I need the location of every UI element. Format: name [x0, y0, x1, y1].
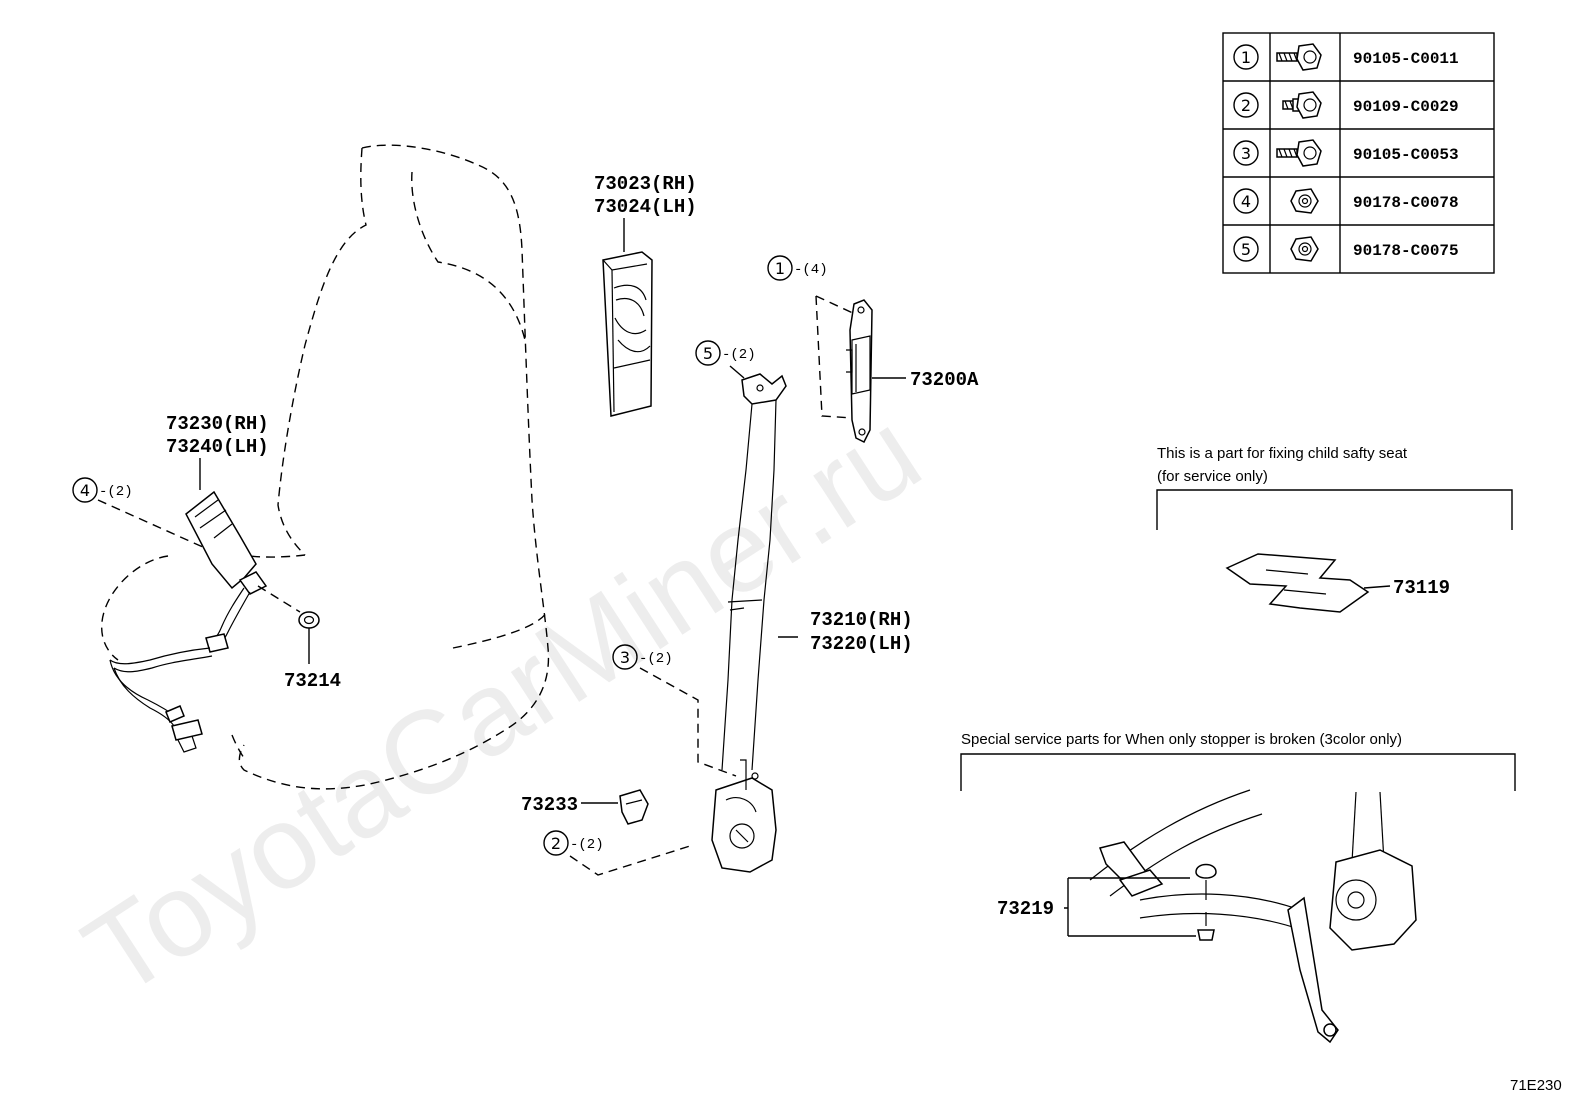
- index-circle: [1233, 92, 1259, 118]
- label-cover-lh: 73024(LH): [594, 196, 697, 218]
- pillar-trim-cover: [602, 251, 653, 417]
- child-seat-leader: [1363, 585, 1391, 589]
- callout-5: 5 -(2): [695, 340, 756, 366]
- callout-4-dash: [97, 499, 206, 549]
- stopper-kit-bracket: [1064, 877, 1196, 937]
- index-circle: [1233, 44, 1259, 70]
- callout-4-number: 4: [80, 481, 90, 500]
- child-seat-fixing-plate: [1225, 553, 1370, 613]
- label-anchor-adjuster: 73200A: [910, 369, 979, 391]
- bolt-icon: [1276, 43, 1322, 71]
- front-seat-belt-assembly: [711, 373, 787, 873]
- label-cover-rh: 73023(RH): [594, 173, 697, 195]
- child-seat-bracket: [1156, 489, 1513, 530]
- fastener-index: 3: [1241, 144, 1251, 163]
- stopper-kit-illustration: [1089, 789, 1417, 1044]
- note-stopper: Special service parts for When only stop…: [961, 731, 1402, 748]
- callout-3-dash: [639, 667, 737, 777]
- fastener-row: 3 90105-C0053: [1233, 139, 1459, 167]
- callout-1-number: 1: [775, 259, 785, 278]
- callout-5-qty: -(2): [722, 347, 756, 363]
- label-buckle-rh: 73230(RH): [166, 413, 269, 435]
- index-circle: [1233, 140, 1259, 166]
- washer-leader-dash: [257, 585, 301, 613]
- label-washer: 73214: [284, 670, 341, 692]
- figure-code: 71E230: [1510, 1077, 1562, 1094]
- stud-bolt-icon: [1282, 91, 1322, 119]
- callout-1: 1 -(4): [767, 255, 828, 281]
- fastener-code: 90178-C0075: [1353, 242, 1459, 260]
- fastener-index: 1: [1241, 48, 1251, 67]
- label-belt-lh: 73220(LH): [810, 633, 913, 655]
- seat-outline: [100, 144, 550, 790]
- fastener-index: 5: [1241, 240, 1251, 259]
- fastener-code: 90178-C0078: [1353, 194, 1459, 212]
- fastener-code: 90105-C0053: [1353, 146, 1459, 164]
- callout-1-qty: -(4): [794, 262, 828, 278]
- label-stopper-cover: 73233: [521, 794, 578, 816]
- fastener-code: 90109-C0029: [1353, 98, 1459, 116]
- callout-5-leader: [729, 365, 745, 379]
- note-child-seat-line2: (for service only): [1157, 468, 1268, 485]
- fastener-index: 2: [1241, 96, 1251, 115]
- watermark: ToyotaCarMiner.ru: [62, 386, 942, 1022]
- index-circle: [1233, 188, 1259, 214]
- fastener-row: 2 90109-C0029: [1233, 91, 1459, 119]
- bolt-icon: [1276, 139, 1322, 167]
- callout-3: 3 -(2): [612, 644, 673, 670]
- callout-4-qty: -(2): [99, 484, 133, 500]
- fastener-row: 1 90105-C0011: [1233, 43, 1459, 71]
- label-stopper-kit: 73219: [997, 898, 1054, 920]
- index-circle: [1233, 236, 1259, 262]
- callout-4: 4 -(2): [72, 477, 133, 503]
- fastener-index: 4: [1241, 192, 1251, 211]
- label-child-seat-fixing: 73119: [1393, 577, 1450, 599]
- fastener-row: 5 90178-C0075: [1233, 236, 1459, 262]
- nut-icon: [1290, 236, 1319, 262]
- washer: [298, 611, 320, 629]
- note-child-seat-line1: This is a part for fixing child safty se…: [1157, 445, 1408, 462]
- label-buckle-lh: 73240(LH): [166, 436, 269, 458]
- callout-3-qty: -(2): [639, 651, 673, 667]
- seat-belt-buckle: [109, 490, 268, 753]
- fastener-table: 1 90105-C0011 2 90109-C0029 3 90105-C0053 4 901…: [1222, 32, 1495, 274]
- label-belt-rh: 73210(RH): [810, 609, 913, 631]
- shoulder-anchor-adjuster: [846, 299, 873, 444]
- fastener-code: 90105-C0011: [1353, 50, 1459, 68]
- stopper-cover: [619, 789, 649, 825]
- stopper-bracket: [960, 753, 1516, 791]
- callout-2-dash: [569, 845, 691, 876]
- callout-3-number: 3: [620, 648, 630, 667]
- callout-2-qty: -(2): [570, 837, 604, 853]
- nut-icon: [1290, 188, 1319, 214]
- fastener-row: 4 90178-C0078: [1233, 188, 1459, 214]
- callout-5-number: 5: [703, 344, 713, 363]
- callout-2: 2 -(2): [543, 830, 604, 856]
- callout-1-dash-a: [815, 295, 856, 315]
- callout-2-number: 2: [551, 834, 561, 853]
- callout-1-dash-b: [815, 295, 853, 419]
